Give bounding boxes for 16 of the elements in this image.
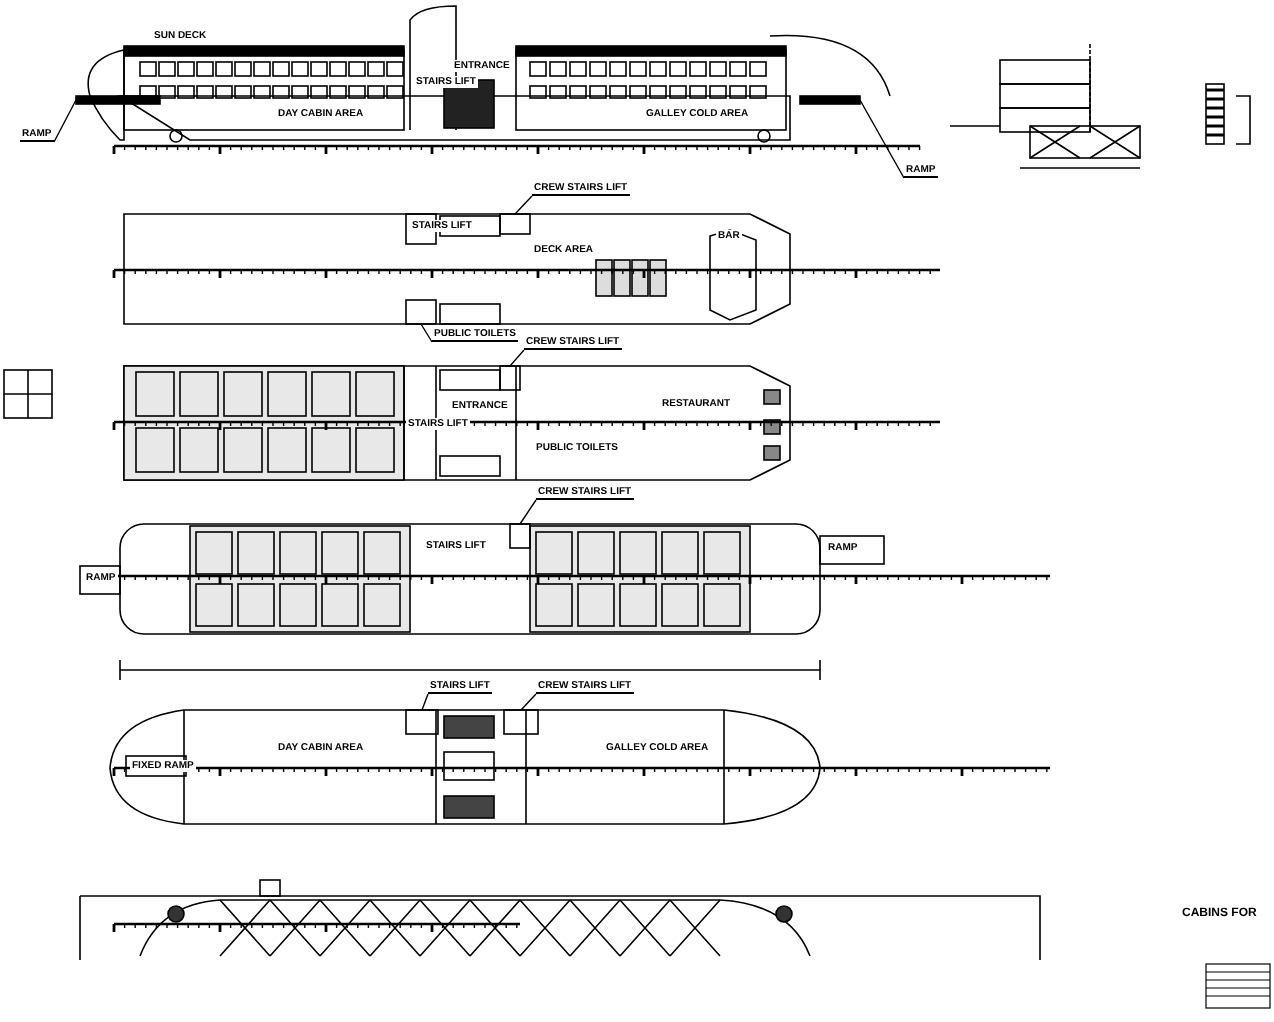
leader-line	[859, 99, 905, 179]
leader-line	[509, 349, 525, 367]
room-outline	[509, 523, 531, 549]
leader-line	[520, 693, 537, 711]
room-outline	[499, 365, 521, 391]
ramp	[799, 95, 861, 105]
leader-line	[53, 99, 77, 143]
room-outline	[405, 299, 437, 325]
leader-line	[420, 323, 433, 343]
room-outline	[503, 709, 539, 735]
room-outline	[405, 709, 439, 735]
ramp	[75, 95, 161, 105]
leader-line	[514, 195, 533, 215]
leader-line	[519, 499, 537, 525]
leader-line	[421, 693, 429, 711]
room-outline	[499, 213, 531, 235]
